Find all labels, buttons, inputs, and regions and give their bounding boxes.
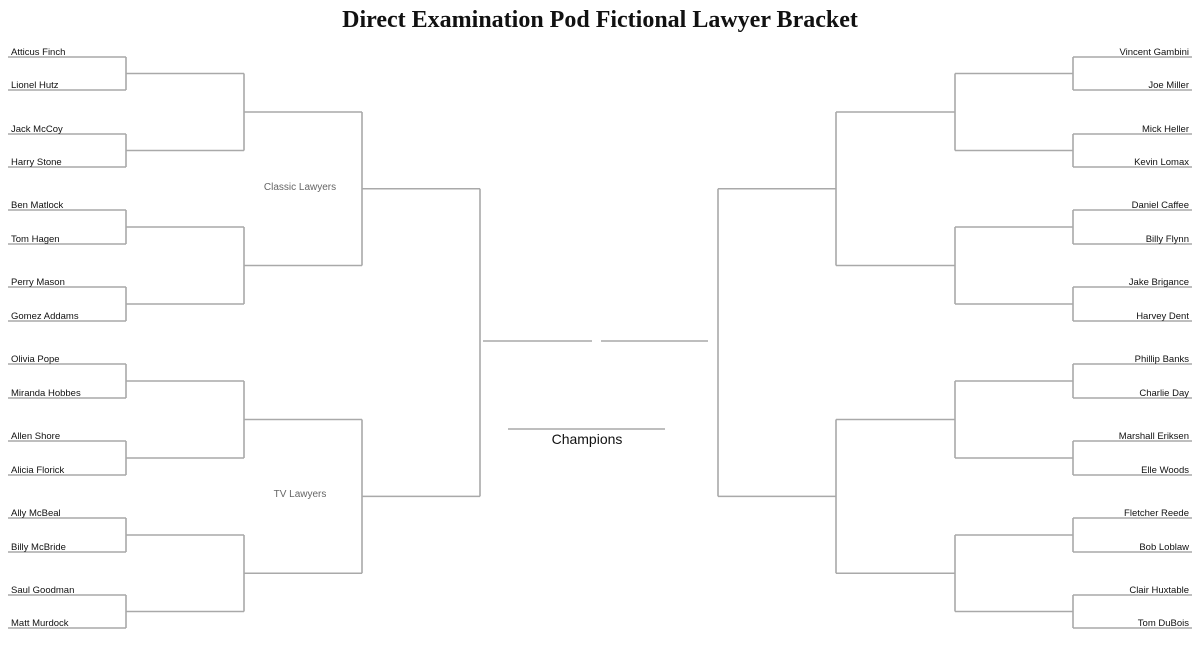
region-label-classic-lawyers: Classic Lawyers	[264, 182, 336, 193]
team-allen-shore: Allen Shore	[11, 431, 60, 442]
team-billy-flynn: Billy Flynn	[1146, 234, 1189, 245]
team-mick-heller: Mick Heller	[1142, 124, 1189, 135]
team-tom-dubois: Tom DuBois	[1138, 618, 1189, 629]
team-fletcher-reede: Fletcher Reede	[1124, 508, 1189, 519]
team-harvey-dent: Harvey Dent	[1136, 311, 1189, 322]
team-lionel-hutz: Lionel Hutz	[11, 80, 59, 91]
team-vincent-gambini: Vincent Gambini	[1119, 47, 1189, 58]
team-perry-mason: Perry Mason	[11, 277, 65, 288]
champions-label: Champions	[552, 431, 623, 447]
team-harry-stone: Harry Stone	[11, 157, 62, 168]
team-miranda-hobbes: Miranda Hobbes	[11, 388, 81, 399]
team-tom-hagen: Tom Hagen	[11, 234, 60, 245]
team-alicia-florick: Alicia Florick	[11, 465, 65, 476]
team-atticus-finch: Atticus Finch	[11, 47, 65, 58]
team-daniel-caffee: Daniel Caffee	[1132, 200, 1189, 211]
team-kevin-lomax: Kevin Lomax	[1134, 157, 1189, 168]
team-saul-goodman: Saul Goodman	[11, 585, 74, 596]
bracket-lines	[8, 56, 1192, 629]
team-billy-mcbride: Billy McBride	[11, 542, 66, 553]
team-gomez-addams: Gomez Addams	[11, 311, 79, 322]
team-clair-huxtable: Clair Huxtable	[1129, 585, 1189, 596]
team-matt-murdock: Matt Murdock	[11, 618, 69, 629]
team-jack-mccoy: Jack McCoy	[11, 124, 63, 135]
team-elle-woods: Elle Woods	[1141, 465, 1189, 476]
team-olivia-pope: Olivia Pope	[11, 354, 60, 365]
team-bob-loblaw: Bob Loblaw	[1139, 542, 1189, 553]
team-marshall-eriksen: Marshall Eriksen	[1119, 431, 1189, 442]
team-joe-miller: Joe Miller	[1148, 80, 1189, 91]
team-jake-brigance: Jake Brigance	[1129, 277, 1189, 288]
team-ally-mcbeal: Ally McBeal	[11, 508, 61, 519]
page-title: Direct Examination Pod Fictional Lawyer …	[342, 7, 858, 33]
team-ben-matlock: Ben Matlock	[11, 200, 64, 211]
team-charlie-day: Charlie Day	[1139, 388, 1189, 399]
team-phillip-banks: Phillip Banks	[1135, 354, 1190, 365]
region-label-tv-lawyers: TV Lawyers	[274, 489, 327, 500]
